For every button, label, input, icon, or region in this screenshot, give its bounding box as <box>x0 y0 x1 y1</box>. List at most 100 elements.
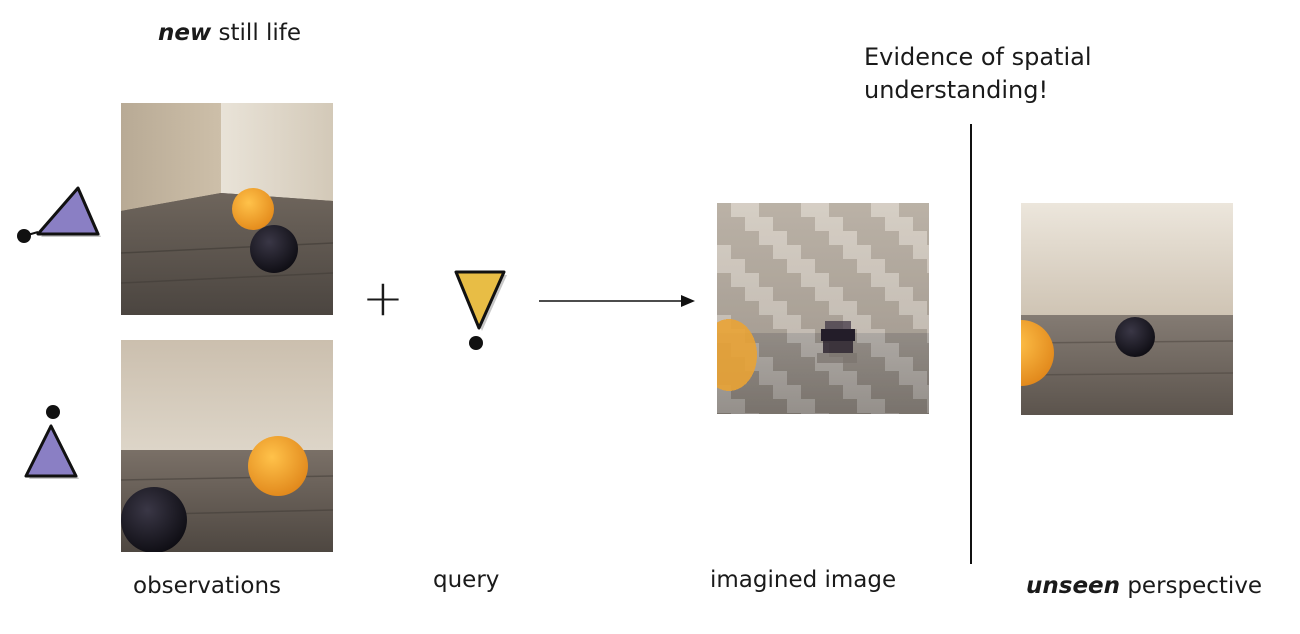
pixel-block <box>927 287 929 301</box>
pixel-block <box>787 413 801 414</box>
pixel-block <box>745 245 759 259</box>
pixel-block <box>773 217 787 231</box>
pixel-block <box>731 245 745 259</box>
pixel-block <box>927 315 929 329</box>
pixel-block <box>731 287 745 301</box>
plus-operator: + <box>362 269 404 327</box>
pixel-block <box>815 273 829 287</box>
imagined-image <box>717 203 929 414</box>
pixel-block <box>759 245 773 259</box>
pixel-block <box>759 287 773 301</box>
pixel-block <box>815 259 829 273</box>
pixel-block <box>927 259 929 273</box>
pixel-block <box>801 357 815 371</box>
pixel-block <box>899 273 913 287</box>
pixel-block <box>899 217 913 231</box>
pixel-block <box>801 343 815 357</box>
pixel-block <box>773 245 787 259</box>
pixel-block <box>801 273 815 287</box>
pixel-block <box>829 413 843 414</box>
pixel-block <box>773 315 787 329</box>
pixel-block <box>759 329 773 343</box>
pixel-block <box>745 301 759 315</box>
pixel-block <box>815 301 829 315</box>
pixel-block <box>717 217 731 231</box>
pixel-block <box>885 245 899 259</box>
pixel-block <box>927 343 929 357</box>
pixel-block <box>745 259 759 273</box>
pixel-block <box>857 413 871 414</box>
pixel-block <box>885 259 899 273</box>
pixel-block <box>745 315 759 329</box>
pixel-block <box>745 399 759 413</box>
pixel-block <box>801 203 815 217</box>
pixel-block <box>871 371 885 385</box>
evidence-line-1: Evidence of spatial <box>864 43 1092 71</box>
pixel-block <box>871 301 885 315</box>
pixel-block <box>745 273 759 287</box>
scene-title: new still life <box>158 20 301 46</box>
pixel-block <box>815 371 829 385</box>
pixel-block <box>745 287 759 301</box>
pixel-block <box>773 399 787 413</box>
pixel-block <box>913 259 927 273</box>
pixel-block <box>927 245 929 259</box>
pixel-block <box>913 343 927 357</box>
pixel-block <box>787 273 801 287</box>
pixel-block <box>857 301 871 315</box>
observation-image-1 <box>121 103 333 315</box>
pixel-block <box>927 371 929 385</box>
pixel-block <box>843 287 857 301</box>
pixel-block <box>731 231 745 245</box>
pixel-block <box>871 217 885 231</box>
pixel-block <box>731 217 745 231</box>
pixel-block <box>801 329 815 343</box>
pixel-block <box>885 357 899 371</box>
pixel-block <box>815 217 829 231</box>
pixel-block <box>885 329 899 343</box>
pixel-block <box>927 301 929 315</box>
pixel-block <box>829 273 843 287</box>
pixel-block <box>731 399 745 413</box>
pixel-block <box>843 399 857 413</box>
pixel-block <box>899 371 913 385</box>
right-arrow-icon <box>539 295 695 307</box>
pixel-block <box>927 329 929 343</box>
pixel-block <box>745 231 759 245</box>
pixel-block <box>829 231 843 245</box>
observer-camera-icon-1 <box>17 186 101 243</box>
pixel-block <box>787 287 801 301</box>
pixel-block <box>759 217 773 231</box>
unseen-rest: perspective <box>1120 573 1263 599</box>
pixel-block <box>787 203 801 217</box>
pixel-block <box>913 385 927 399</box>
pixel-block <box>871 259 885 273</box>
pixel-block <box>857 343 871 357</box>
pixel-block <box>927 385 929 399</box>
pixel-block <box>773 203 787 217</box>
pixel-block <box>843 273 857 287</box>
pixel-block <box>913 245 927 259</box>
pixel-block <box>885 315 899 329</box>
pixel-block <box>885 231 899 245</box>
pixel-block <box>913 203 927 217</box>
pixel-block <box>871 287 885 301</box>
pixel-block <box>899 413 913 414</box>
pixel-block <box>885 203 899 217</box>
pixel-block <box>801 399 815 413</box>
pixel-block <box>927 231 929 245</box>
pixel-block <box>927 203 929 217</box>
pixel-block <box>787 301 801 315</box>
pixel-block <box>773 413 787 414</box>
pixel-block <box>731 273 745 287</box>
pixel-block <box>815 231 829 245</box>
pixel-block <box>759 399 773 413</box>
pixel-block <box>773 231 787 245</box>
pixel-block <box>885 301 899 315</box>
pixel-block <box>759 259 773 273</box>
pixel-block <box>913 301 927 315</box>
pixel-block <box>801 315 815 329</box>
pixel-block <box>801 301 815 315</box>
pixel-block <box>717 301 731 315</box>
pixel-block <box>913 273 927 287</box>
